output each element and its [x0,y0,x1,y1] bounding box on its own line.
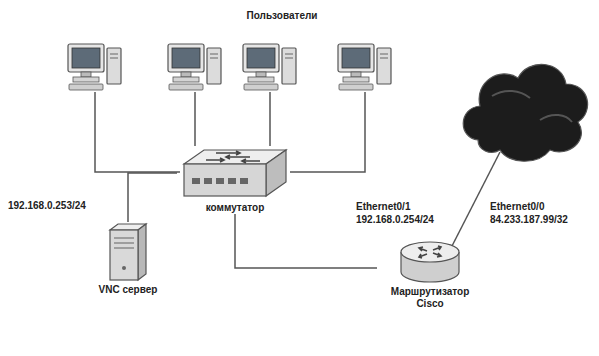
interface-label: Ethernet0/0 [490,201,544,213]
device-label: VNC сервер [85,284,171,296]
interface-label: 192.168.0.254/24 [356,214,434,226]
device-label: Маршрутизатор Cisco [377,286,483,310]
group-title: Пользователи [247,10,318,22]
network-device: Маршрутизатор Cisco [377,240,483,310]
interface-label: Ethernet0/1 [356,201,410,213]
network-device: коммутатор [177,146,293,214]
interface-label: 192.168.0.253/24 [8,200,86,212]
network-link [128,173,177,222]
network-device: VNC сервер [85,222,171,296]
device-label: коммутатор [177,202,293,214]
interface-label: 84.233.187.99/32 [490,214,568,226]
switch-symbol [180,146,290,200]
network-link [235,214,377,268]
server-symbol [106,222,150,282]
router-symbol [399,240,461,284]
